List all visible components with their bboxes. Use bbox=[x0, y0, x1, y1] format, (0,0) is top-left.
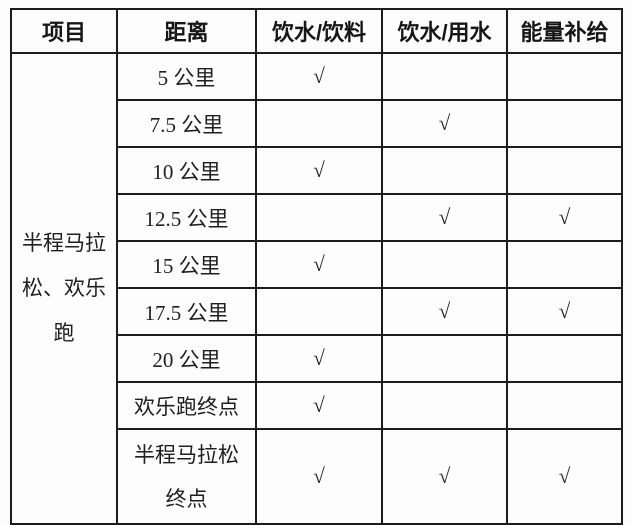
distance-cell: 半程马拉松终点 bbox=[116, 428, 257, 525]
category-label: 半程马拉松、欢乐跑 bbox=[21, 231, 106, 345]
table-header-row: 项目 距离 饮水/饮料 饮水/用水 能量补给 bbox=[10, 8, 623, 54]
distance-cell: 20 公里 bbox=[116, 334, 257, 383]
check-cell-energy: √ bbox=[506, 428, 623, 525]
check-cell-water: √ bbox=[381, 287, 508, 336]
check-cell-energy bbox=[506, 146, 623, 195]
check-cell-water: √ bbox=[381, 428, 508, 525]
table-row: 半程马拉松、欢乐跑 5 公里 √ bbox=[10, 52, 623, 525]
table-row: 20 公里 √ bbox=[11, 334, 623, 383]
check-cell-drink bbox=[255, 99, 383, 148]
check-cell-water bbox=[381, 52, 508, 101]
distance-cell: 15 公里 bbox=[116, 240, 257, 289]
check-cell-water bbox=[381, 240, 508, 289]
table-row: 欢乐跑终点 √ bbox=[11, 381, 623, 430]
table-row: 7.5 公里 √ bbox=[11, 99, 623, 148]
header-project: 项目 bbox=[10, 8, 118, 54]
distance-cell: 17.5 公里 bbox=[116, 287, 257, 336]
table-row: 12.5 公里 √ √ bbox=[11, 193, 623, 242]
check-cell-drink: √ bbox=[255, 381, 383, 430]
table-row: 15 公里 √ bbox=[11, 240, 623, 289]
header-distance: 距离 bbox=[116, 8, 257, 54]
check-cell-water: √ bbox=[381, 99, 508, 148]
check-cell-drink: √ bbox=[255, 52, 383, 101]
check-cell-energy bbox=[506, 240, 623, 289]
check-cell-drink: √ bbox=[255, 334, 383, 383]
supply-station-table: 项目 距离 饮水/饮料 饮水/用水 能量补给 半程马拉松、欢乐跑 5 公里 √ … bbox=[10, 8, 623, 525]
check-cell-drink: √ bbox=[255, 240, 383, 289]
check-cell-energy bbox=[506, 334, 623, 383]
distance-cell: 10 公里 bbox=[116, 146, 257, 195]
header-water: 饮水/用水 bbox=[381, 8, 508, 54]
check-cell-drink bbox=[255, 287, 383, 336]
check-cell-water bbox=[381, 381, 508, 430]
check-cell-energy bbox=[506, 99, 623, 148]
check-cell-drink: √ bbox=[255, 428, 383, 525]
distance-cell: 7.5 公里 bbox=[116, 99, 257, 148]
category-cell: 半程马拉松、欢乐跑 bbox=[10, 52, 118, 525]
header-energy: 能量补给 bbox=[506, 8, 623, 54]
distance-cell: 5 公里 bbox=[116, 52, 257, 101]
check-cell-energy: √ bbox=[506, 287, 623, 336]
check-cell-drink bbox=[255, 193, 383, 242]
header-drink: 饮水/饮料 bbox=[255, 8, 383, 54]
check-cell-energy bbox=[506, 381, 623, 430]
distance-cell: 欢乐跑终点 bbox=[116, 381, 257, 430]
table-row: 10 公里 √ bbox=[11, 146, 623, 195]
table-row: 17.5 公里 √ √ bbox=[11, 287, 623, 336]
check-cell-energy: √ bbox=[506, 193, 623, 242]
check-cell-water bbox=[381, 334, 508, 383]
distance-label: 半程马拉松终点 bbox=[133, 442, 239, 511]
check-cell-drink: √ bbox=[255, 146, 383, 195]
distance-cell: 12.5 公里 bbox=[116, 193, 257, 242]
check-cell-water bbox=[381, 146, 508, 195]
table-row: 半程马拉松终点 √ √ √ bbox=[11, 428, 623, 525]
check-cell-water: √ bbox=[381, 193, 508, 242]
check-cell-energy bbox=[506, 52, 623, 101]
